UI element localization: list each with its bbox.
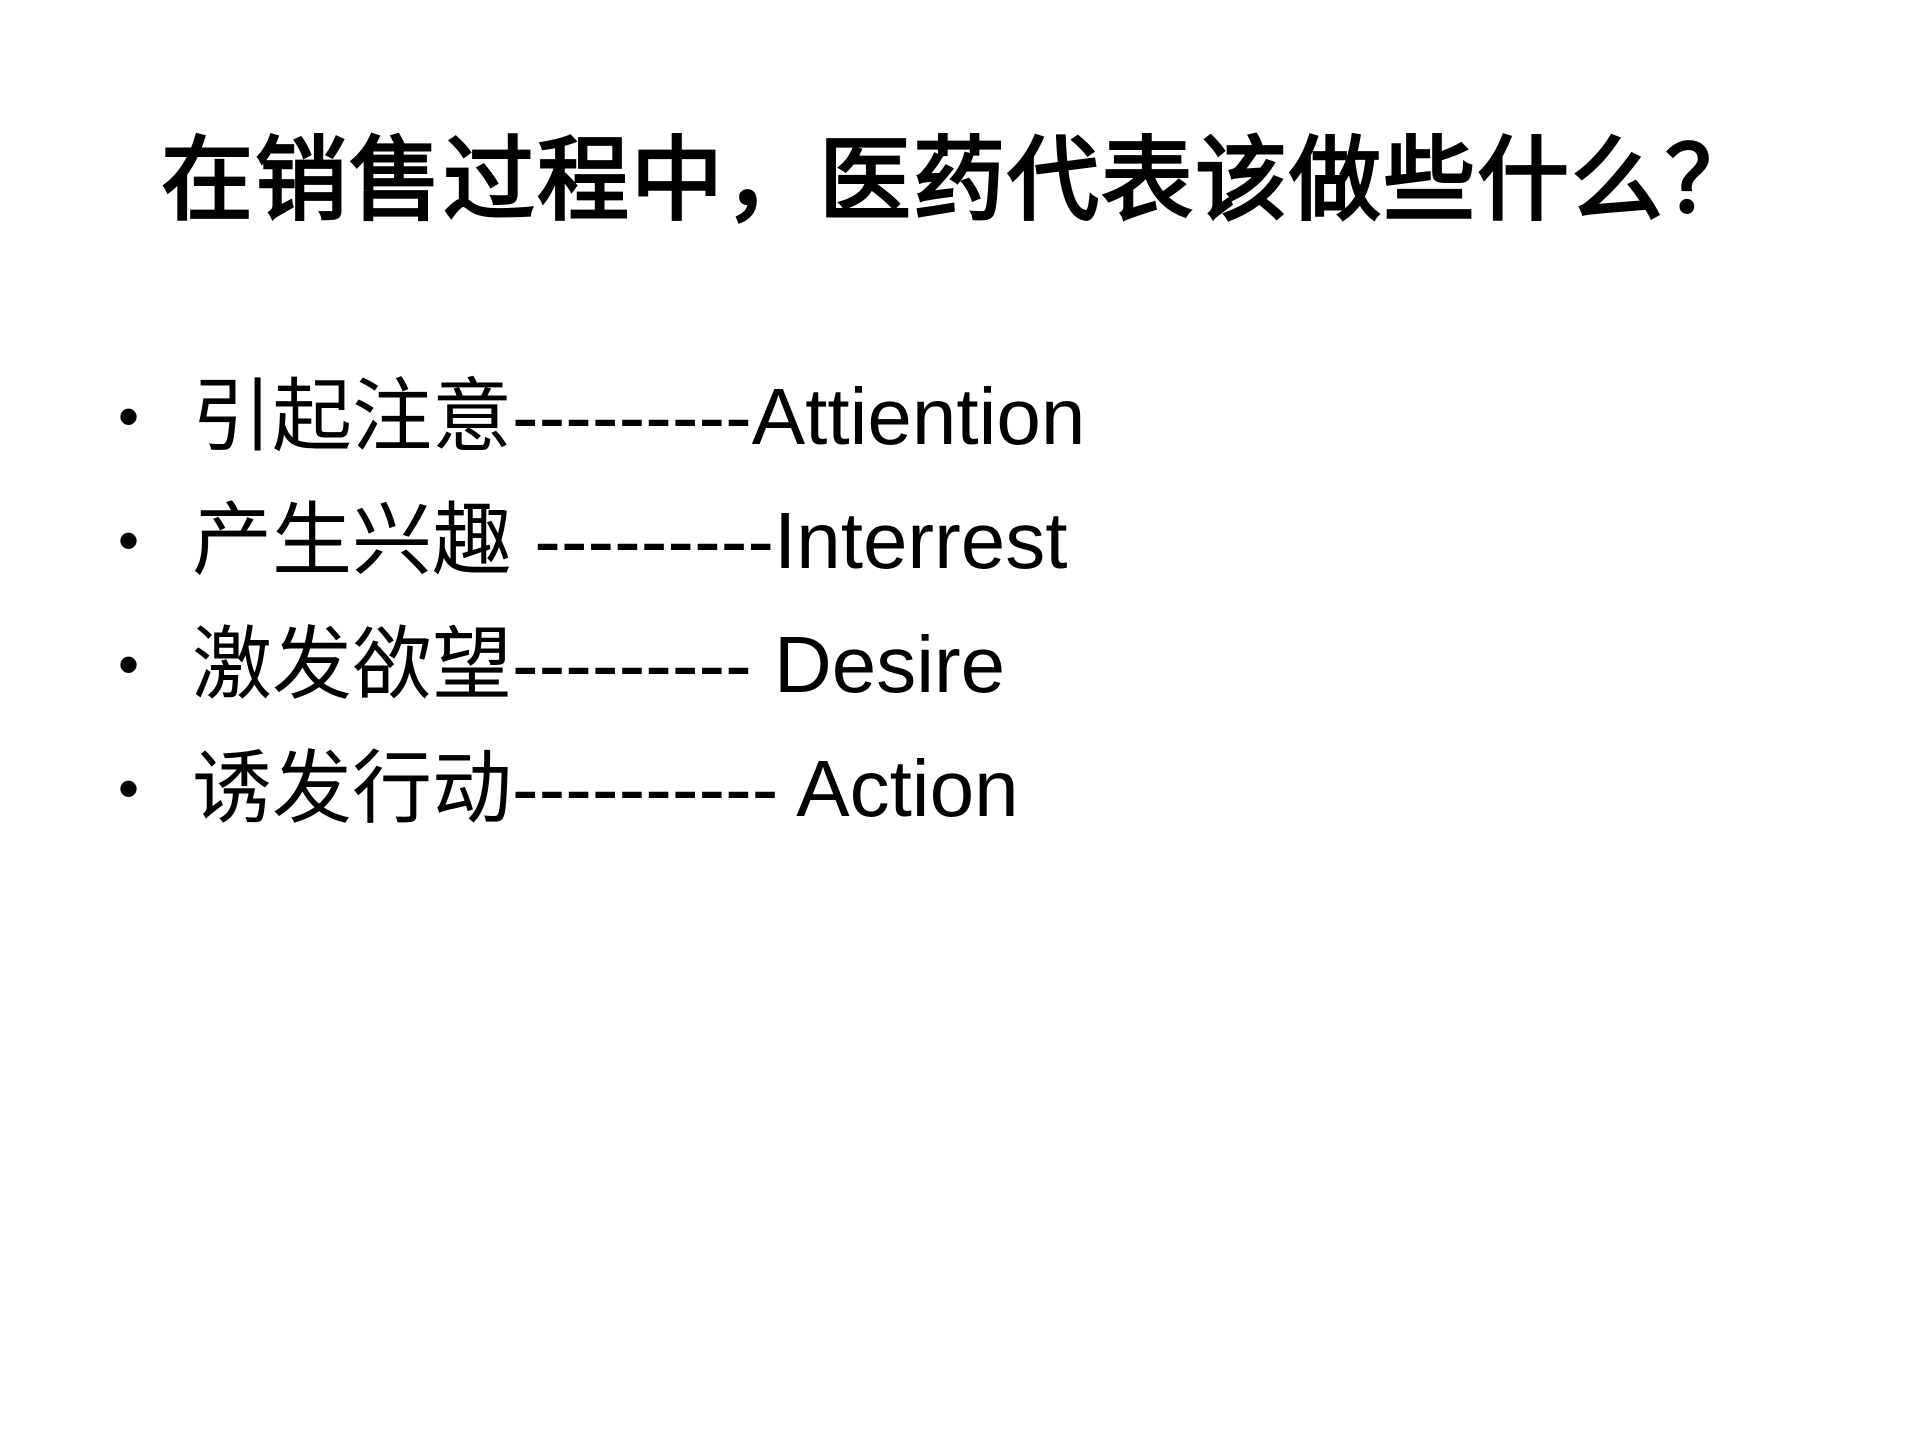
list-item: • 诱发行动---------- Action: [118, 727, 1085, 851]
item-english: ---------Interrest: [512, 496, 1068, 585]
item-chinese: 产生兴趣: [192, 494, 512, 587]
list-item: • 产生兴趣 ---------Interrest: [118, 479, 1085, 603]
list-item: • 激发欲望--------- Desire: [118, 603, 1085, 727]
item-english: ---------Attiention: [512, 372, 1086, 461]
item-chinese: 激发欲望: [192, 618, 512, 711]
bullet-icon: •: [118, 383, 140, 450]
item-chinese: 引起注意: [192, 370, 512, 463]
bullet-list: • 引起注意---------Attiention • 产生兴趣 -------…: [118, 355, 1085, 851]
bullet-icon: •: [118, 631, 140, 698]
item-english: --------- Desire: [512, 620, 1006, 709]
bullet-icon: •: [118, 755, 140, 822]
item-chinese: 诱发行动: [192, 742, 512, 835]
bullet-icon: •: [118, 507, 140, 574]
item-english: ---------- Action: [512, 744, 1019, 833]
list-item: • 引起注意---------Attiention: [118, 355, 1085, 479]
slide-title: 在销售过程中，医药代表该做些什么？: [160, 126, 1759, 234]
